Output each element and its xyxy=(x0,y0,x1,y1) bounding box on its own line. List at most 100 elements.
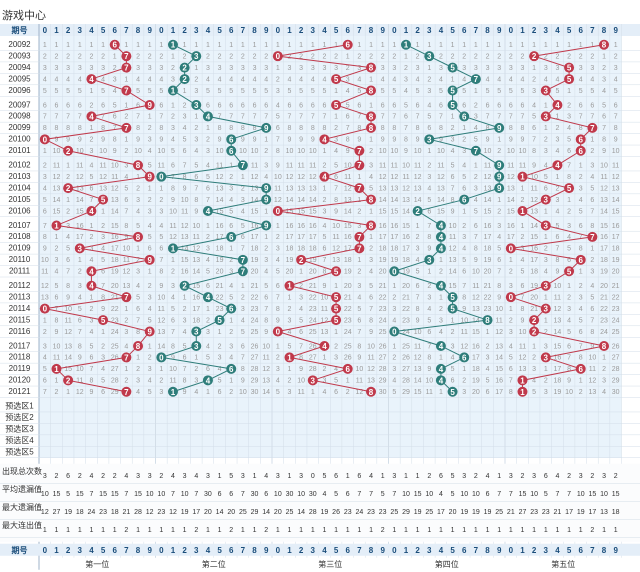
omission-value: 7 xyxy=(532,137,536,144)
omission-value: 23 xyxy=(111,317,119,324)
omission-value: 6 xyxy=(159,246,163,253)
omission-value: 7 xyxy=(614,114,618,121)
omission-value: 4 xyxy=(43,76,47,83)
omission-value: 10 xyxy=(134,148,142,155)
omission-value: 16 xyxy=(600,234,608,241)
omission-value: 1 xyxy=(124,102,128,109)
omission-value: 6 xyxy=(404,114,408,121)
omission-value: 7 xyxy=(66,269,70,276)
omission-value: 9 xyxy=(322,283,326,290)
hit-ball-digit: 4 xyxy=(439,244,444,253)
omission-value: 8 xyxy=(183,174,187,181)
omission-value: 21 xyxy=(402,294,410,301)
hit-ball xyxy=(366,85,377,96)
omission-value: 28 xyxy=(309,366,317,373)
hit-ball xyxy=(167,39,178,50)
omission-value: 2 xyxy=(101,223,105,230)
omission-value: 14 xyxy=(286,197,294,204)
omission-value: 4 xyxy=(229,197,233,204)
omission-value: 10 xyxy=(530,174,538,181)
stat-value: 6 xyxy=(357,473,361,480)
header-digit: 7 xyxy=(590,26,595,35)
omission-value: 3 xyxy=(544,65,548,72)
hit-ball xyxy=(494,160,505,171)
omission-value: 8 xyxy=(346,137,350,144)
stat-value: 2 xyxy=(381,527,385,534)
hit-ball xyxy=(354,243,365,254)
omission-value: 4 xyxy=(136,76,140,83)
omission-value: 15 xyxy=(286,208,294,215)
omission-value: 3 xyxy=(229,343,233,350)
stat-value: 1 xyxy=(148,527,152,534)
omission-value: 11 xyxy=(356,378,363,385)
omission-value: 6 xyxy=(521,102,525,109)
omission-value: 6 xyxy=(183,148,187,155)
hit-ball xyxy=(447,303,458,314)
hit-ball xyxy=(179,280,190,291)
omission-value: 8 xyxy=(43,125,47,132)
hit-ball xyxy=(447,62,458,73)
hit-ball xyxy=(331,315,342,326)
hit-ball xyxy=(237,266,248,277)
omission-value: 2 xyxy=(253,53,257,60)
omission-value: 16 xyxy=(76,223,84,230)
omission-value: 1 xyxy=(159,42,163,49)
stat-value: 5 xyxy=(451,473,455,480)
omission-value: 7 xyxy=(124,208,128,215)
omission-value: 5 xyxy=(521,269,525,276)
omission-value: 12 xyxy=(99,174,107,181)
hit-ball-digit: 7 xyxy=(357,147,362,156)
omission-value: 2 xyxy=(404,65,408,72)
omission-value: 2 xyxy=(369,246,373,253)
hit-ball-digit: 1 xyxy=(171,388,176,397)
stat-value: 1 xyxy=(276,527,280,534)
omission-value: 7 xyxy=(486,114,490,121)
omission-value: 13 xyxy=(437,185,445,192)
omission-value: 11 xyxy=(414,163,421,170)
omission-value: 2 xyxy=(427,76,431,83)
hit-ball-digit: 1 xyxy=(54,365,59,374)
omission-value: 3 xyxy=(555,137,559,144)
omission-value: 5 xyxy=(276,389,280,396)
omission-value: 10 xyxy=(472,269,480,276)
omission-value: 19 xyxy=(344,269,352,276)
omission-value: 2 xyxy=(614,53,618,60)
omission-value: 7 xyxy=(521,294,525,301)
issue-number: 20108 xyxy=(8,232,31,241)
omission-value: 4 xyxy=(392,378,396,385)
omission-value: 7 xyxy=(183,163,187,170)
hit-ball-digit: 1 xyxy=(520,207,525,216)
omission-value: 1 xyxy=(253,42,257,49)
hit-ball-digit: 2 xyxy=(532,316,537,325)
stat-value: 14 xyxy=(297,509,305,516)
omission-value: 18 xyxy=(344,257,352,264)
hit-ball xyxy=(366,122,377,133)
omission-value: 1 xyxy=(462,42,466,49)
hit-ball xyxy=(447,85,458,96)
omission-value: 13 xyxy=(588,389,596,396)
omission-value: 12 xyxy=(274,197,282,204)
omission-value: 10 xyxy=(460,317,468,324)
omission-value: 20 xyxy=(111,283,119,290)
omission-value: 17 xyxy=(192,306,200,313)
omission-value: 10 xyxy=(600,163,608,170)
omission-value: 4 xyxy=(322,76,326,83)
omission-value: 5 xyxy=(416,269,420,276)
stat-value: 4 xyxy=(369,473,373,480)
omission-value: 6 xyxy=(136,306,140,313)
omission-value: 2 xyxy=(357,269,361,276)
omission-value: 2 xyxy=(206,53,210,60)
omission-value: 11 xyxy=(169,378,176,385)
omission-value: 5 xyxy=(357,88,361,95)
stat-value: 5 xyxy=(229,473,233,480)
omission-value: 3 xyxy=(357,65,361,72)
omission-value: 1 xyxy=(101,208,105,215)
omission-value: 6 xyxy=(555,234,559,241)
omission-value: 24 xyxy=(379,317,387,324)
omission-value: 7 xyxy=(404,125,408,132)
omission-value: 9 xyxy=(614,137,618,144)
omission-value: 7 xyxy=(474,234,478,241)
hit-ball-digit: 9 xyxy=(264,221,269,230)
omission-value: 4 xyxy=(276,102,280,109)
omission-value: 3 xyxy=(194,88,198,95)
